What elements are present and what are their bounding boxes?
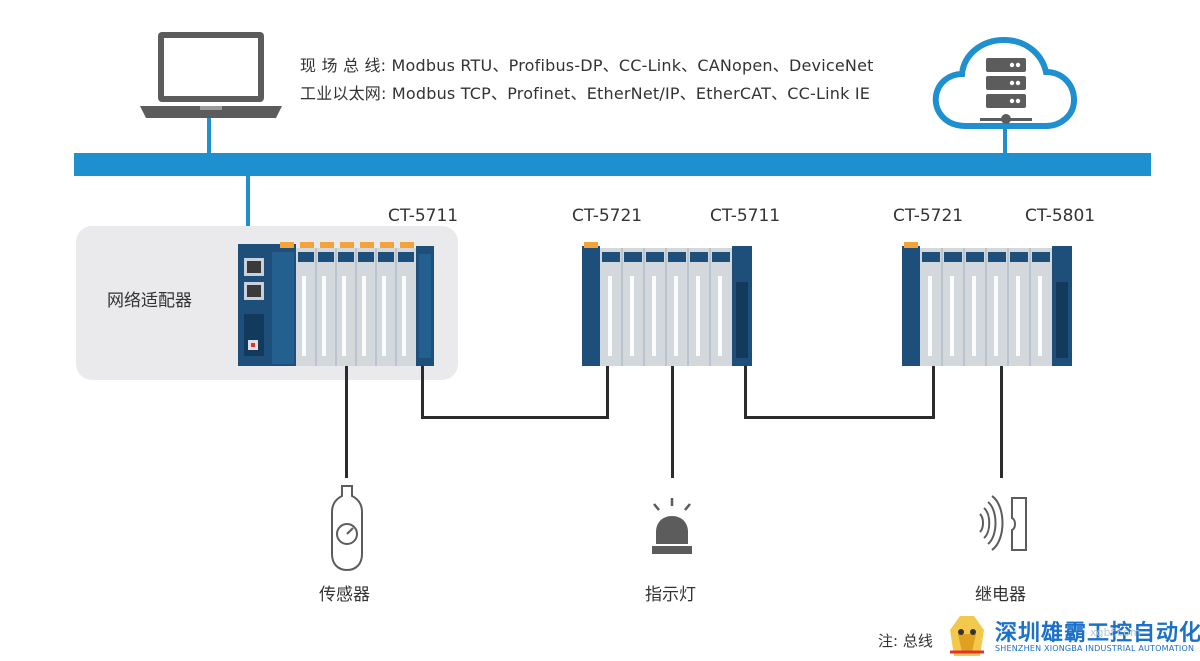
cloud-bus-link (1003, 128, 1007, 155)
module-label-ct5721-a: CT-5721 (572, 206, 643, 226)
ethernet-protocols: 工业以太网: Modbus TCP、Profinet、EtherNet/IP、E… (300, 84, 871, 103)
adapter-label: 网络适配器 (107, 291, 192, 311)
adapter-bus-link (246, 175, 250, 250)
wire-link-1-down (421, 366, 424, 419)
company-logo-english: SHENZHEN XIONGBA INDUSTRIAL AUTOMATION (995, 644, 1195, 653)
wire-link-1-horizontal (421, 416, 609, 419)
sensor-label: 传感器 (319, 585, 370, 605)
laptop-icon (140, 32, 282, 118)
wire-link-2-up (932, 366, 935, 419)
module-label-ct5721-b: CT-5721 (893, 206, 964, 226)
wire-link-2-down (744, 366, 747, 419)
fieldbus-protocols: 现 场 总 线: Modbus RTU、Profibus-DP、CC-Link、… (300, 56, 874, 75)
watermark-text: xgbf.com (1090, 626, 1141, 639)
company-logo-name: 深圳雄霸工控自动化 (995, 621, 1200, 646)
relay-icon (979, 495, 1027, 551)
beacon-light-icon (652, 498, 692, 554)
io-module-rack-3 (902, 242, 1072, 366)
footer-note: 注: 总线 (878, 632, 933, 650)
wire-indicator (671, 366, 674, 478)
indicator-label: 指示灯 (645, 585, 696, 605)
network-bus (74, 153, 1151, 176)
io-module-rack-2 (582, 242, 752, 366)
company-logo-icon (950, 616, 984, 656)
wire-sensor (345, 366, 348, 478)
sensor-icon (331, 485, 363, 572)
relay-label: 继电器 (975, 585, 1026, 605)
cloud-server-icon (932, 36, 1078, 129)
wire-link-1-up (606, 366, 609, 419)
wire-link-2-horizontal (744, 416, 935, 419)
io-module-rack-1 (238, 242, 434, 366)
module-label-ct5711-b: CT-5711 (710, 206, 781, 226)
wire-relay (1000, 366, 1003, 478)
module-label-ct5711-a: CT-5711 (388, 206, 459, 226)
module-label-ct5801: CT-5801 (1025, 206, 1096, 226)
laptop-bus-link (207, 118, 211, 155)
